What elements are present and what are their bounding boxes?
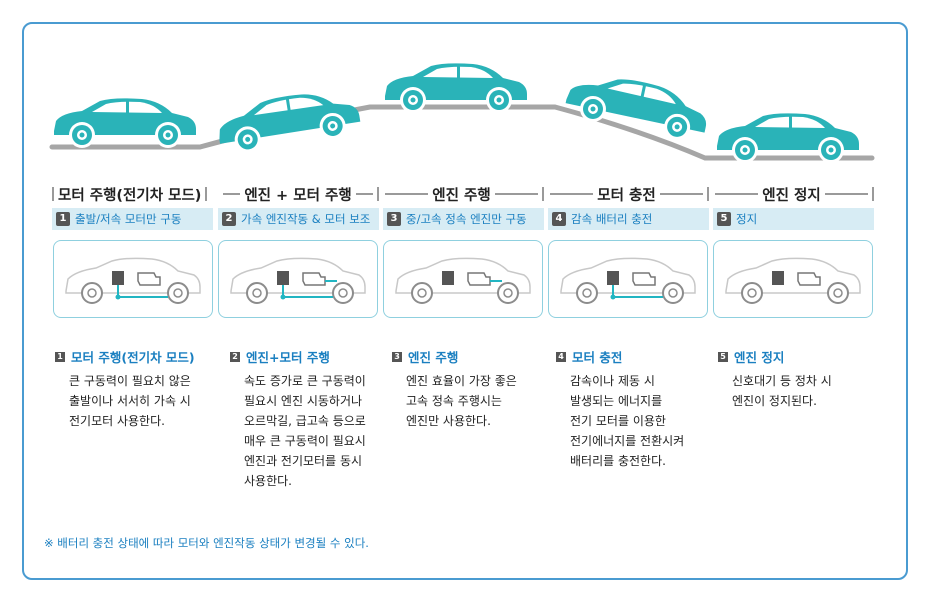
engine-icon [302,272,326,286]
mode-title-1: 모터 주행(전기차 모드) [52,184,217,204]
mode-title-5: 엔진 정지 [711,184,875,204]
powertrain-diagram-4 [548,240,708,318]
mode-title-4: 모터 충전 [546,184,710,204]
powertrain-svg [725,257,861,304]
powertrain-diagram-1 [53,240,213,318]
powertrain-svg [560,257,696,304]
battery-icon [277,271,289,285]
footnote: ※ 배터리 충전 상태에 따라 모터와 엔진작동 상태가 변경될 수 있다. [44,536,369,550]
powertrain-diagram-2 [218,240,378,318]
mode-title-3: 엔진 주행 [381,184,545,204]
battery-icon [442,271,454,285]
engine-icon [797,272,821,286]
engine-icon [467,272,491,286]
powertrain-svg [230,257,366,304]
powertrain-diagram-5 [713,240,873,318]
mode-title-2: 엔진 + 모터 주행 [219,184,379,204]
powertrain-svg [395,257,531,304]
battery-icon [772,271,784,285]
car-4 [565,79,707,140]
diagram-frame [22,22,908,580]
powertrain-diagram-3 [383,240,543,318]
engine-icon [632,272,656,286]
car-2 [219,94,361,153]
powertrain-svg [65,257,201,304]
car-3 [385,63,527,113]
battery-icon [607,271,619,285]
car-5 [717,113,859,163]
engine-icon [137,272,161,286]
battery-icon [112,271,124,285]
car-1 [54,98,196,148]
